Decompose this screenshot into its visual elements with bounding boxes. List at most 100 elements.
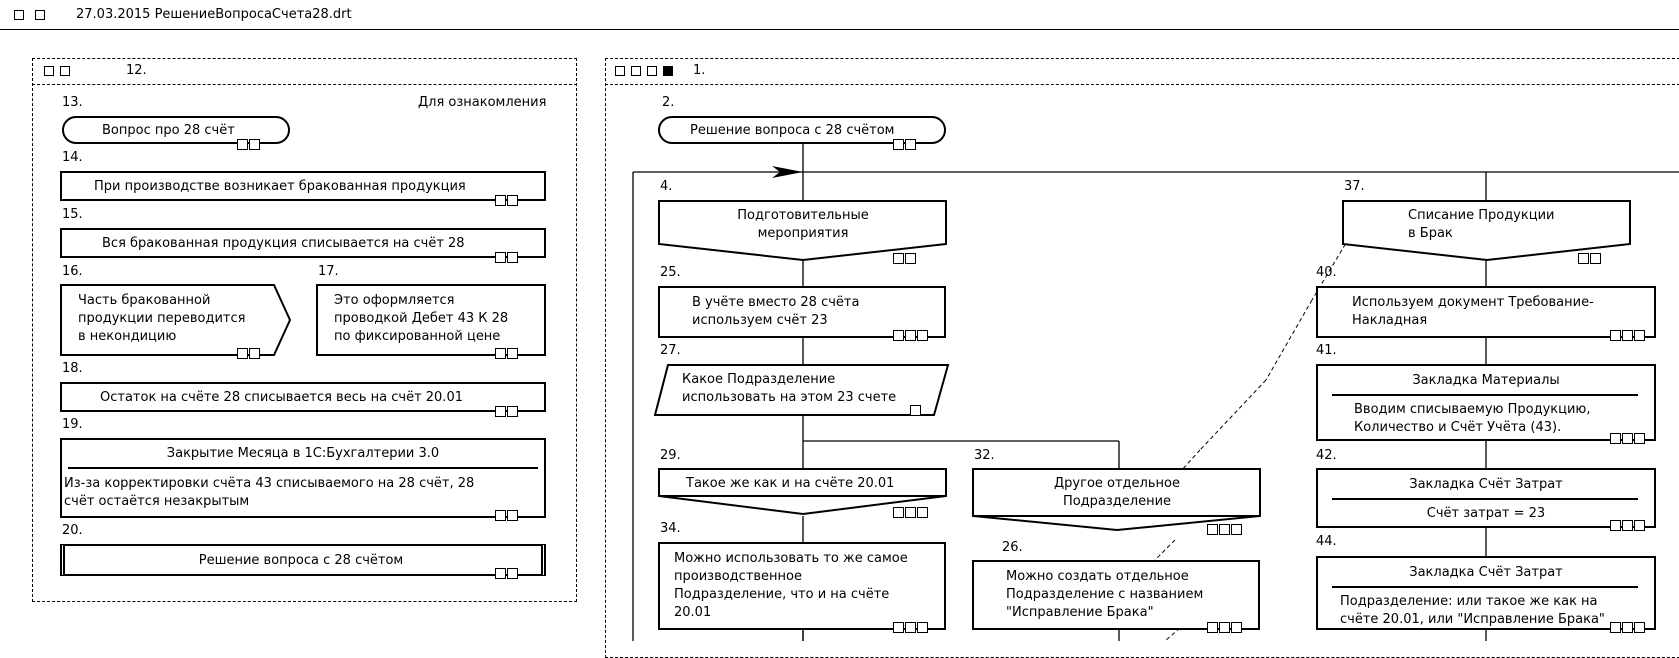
input-node-27[interactable]	[654, 364, 950, 416]
node-button[interactable]	[1634, 622, 1645, 633]
node-button[interactable]	[893, 139, 904, 150]
node-label: мероприятия	[757, 226, 849, 241]
node-label: Подразделение, что и на счёте	[674, 587, 890, 602]
node-label: продукции переводится	[78, 311, 246, 326]
node-button[interactable]	[1207, 524, 1218, 535]
action-node-34[interactable]: Можно использовать то же самое производс…	[658, 542, 946, 630]
node-button[interactable]	[1231, 622, 1242, 633]
node-label: счёт остаётся незакрытым	[64, 494, 250, 509]
action-node-42[interactable]: Закладка Счёт Затрат Счёт затрат = 23	[1316, 468, 1656, 528]
node-button[interactable]	[507, 252, 518, 263]
node-header: Закладка Материалы	[1412, 373, 1560, 388]
node-number: 27.	[660, 343, 681, 358]
node-button[interactable]	[1219, 622, 1230, 633]
action-node-15[interactable]: Вся бракованная продукция списывается на…	[60, 228, 546, 258]
node-button[interactable]	[1622, 433, 1633, 444]
node-button[interactable]	[905, 622, 916, 633]
node-button[interactable]	[1231, 524, 1242, 535]
node-label: производственное	[674, 569, 803, 584]
action-node-25[interactable]: В учёте вместо 28 счёта используем счёт …	[658, 286, 946, 338]
node-button[interactable]	[905, 253, 916, 264]
branch-node-32[interactable]	[972, 468, 1262, 532]
node-button[interactable]	[495, 195, 506, 206]
group-toggle-icon[interactable]	[647, 66, 657, 76]
action-node-18[interactable]: Остаток на счёте 28 списывается весь на …	[60, 382, 546, 412]
node-number: 44.	[1316, 534, 1337, 549]
node-label: Подразделение: или такое же как на	[1340, 594, 1598, 609]
node-button[interactable]	[495, 348, 506, 359]
process-node-4[interactable]	[658, 200, 948, 262]
node-label: Остаток на счёте 28 списывается весь на …	[100, 390, 463, 405]
node-button[interactable]	[507, 510, 518, 521]
node-label: В учёте вместо 28 счёта	[692, 295, 860, 310]
node-label: Вводим списываемую Продукцию,	[1354, 402, 1591, 417]
node-button[interactable]	[1610, 330, 1621, 341]
node-button[interactable]	[917, 330, 928, 341]
node-button[interactable]	[1634, 330, 1645, 341]
node-button[interactable]	[1219, 524, 1230, 535]
action-node-17[interactable]: Это оформляется проводкой Дебет 43 К 28 …	[316, 284, 546, 356]
node-button[interactable]	[1610, 520, 1621, 531]
node-button[interactable]	[495, 406, 506, 417]
group-toggle-icon[interactable]	[631, 66, 641, 76]
node-button[interactable]	[910, 405, 921, 416]
node-button[interactable]	[905, 330, 916, 341]
node-button[interactable]	[495, 510, 506, 521]
node-button[interactable]	[1622, 330, 1633, 341]
node-button[interactable]	[1634, 433, 1645, 444]
node-button[interactable]	[1207, 622, 1218, 633]
expand-toggle-icon[interactable]	[35, 10, 45, 20]
group-toggle-icon[interactable]	[615, 66, 625, 76]
node-button[interactable]	[1578, 253, 1589, 264]
node-button[interactable]	[893, 253, 904, 264]
group-toggle-icon[interactable]	[44, 66, 54, 76]
node-button[interactable]	[905, 139, 916, 150]
node-button[interactable]	[495, 568, 506, 579]
node-button[interactable]	[917, 507, 928, 518]
node-button[interactable]	[495, 252, 506, 263]
collapse-toggle-icon[interactable]	[14, 10, 24, 20]
node-buttons	[237, 139, 260, 150]
node-number: 20.	[62, 523, 83, 538]
node-button[interactable]	[249, 348, 260, 359]
node-button[interactable]	[1610, 433, 1621, 444]
node-button[interactable]	[1634, 520, 1645, 531]
node-label: Подразделение с названием	[1006, 587, 1204, 602]
node-button[interactable]	[1590, 253, 1601, 264]
action-node-41[interactable]: Закладка Материалы Вводим списываемую Пр…	[1316, 364, 1656, 441]
node-label: в некондицию	[78, 329, 177, 344]
node-button[interactable]	[893, 330, 904, 341]
node-button[interactable]	[249, 139, 260, 150]
node-button[interactable]	[507, 406, 518, 417]
node-button[interactable]	[1610, 622, 1621, 633]
node-button[interactable]	[893, 622, 904, 633]
node-button[interactable]	[507, 195, 518, 206]
action-node-19[interactable]: Закрытие Месяца в 1С:Бухгалтерии 3.0 Из-…	[60, 438, 546, 518]
node-button[interactable]	[237, 139, 248, 150]
group-toggle-icon[interactable]	[663, 66, 673, 76]
node-button[interactable]	[507, 568, 518, 579]
node-number: 26.	[1002, 540, 1023, 555]
node-number: 40.	[1316, 265, 1337, 280]
branch-node-29[interactable]	[658, 468, 948, 516]
node-button[interactable]	[507, 348, 518, 359]
group-number: 1.	[693, 63, 706, 78]
node-number: 29.	[660, 448, 681, 463]
node-button[interactable]	[1622, 520, 1633, 531]
node-button[interactable]	[917, 622, 928, 633]
process-node-37[interactable]	[1342, 200, 1632, 262]
action-node-26[interactable]: Можно создать отдельное Подразделение с …	[972, 560, 1260, 630]
action-node-44[interactable]: Закладка Счёт Затрат Подразделение: или …	[1316, 556, 1656, 630]
node-button[interactable]	[237, 348, 248, 359]
node-label: счёте 20.01, или "Исправление Брака"	[1340, 612, 1605, 627]
branch-node-16[interactable]	[60, 284, 292, 356]
node-label: Такое же как и на счёте 20.01	[686, 476, 895, 491]
group-toggle-icon[interactable]	[60, 66, 70, 76]
group-note: Для ознакомления	[418, 95, 547, 110]
action-node-40[interactable]: Используем документ Требование- Накладна…	[1316, 286, 1656, 338]
action-node-14[interactable]: При производстве возникает бракованная п…	[60, 171, 546, 201]
node-button[interactable]	[905, 507, 916, 518]
node-button[interactable]	[893, 507, 904, 518]
node-button[interactable]	[1622, 622, 1633, 633]
subprocess-node-20[interactable]: Решение вопроса с 28 счётом	[60, 544, 546, 576]
